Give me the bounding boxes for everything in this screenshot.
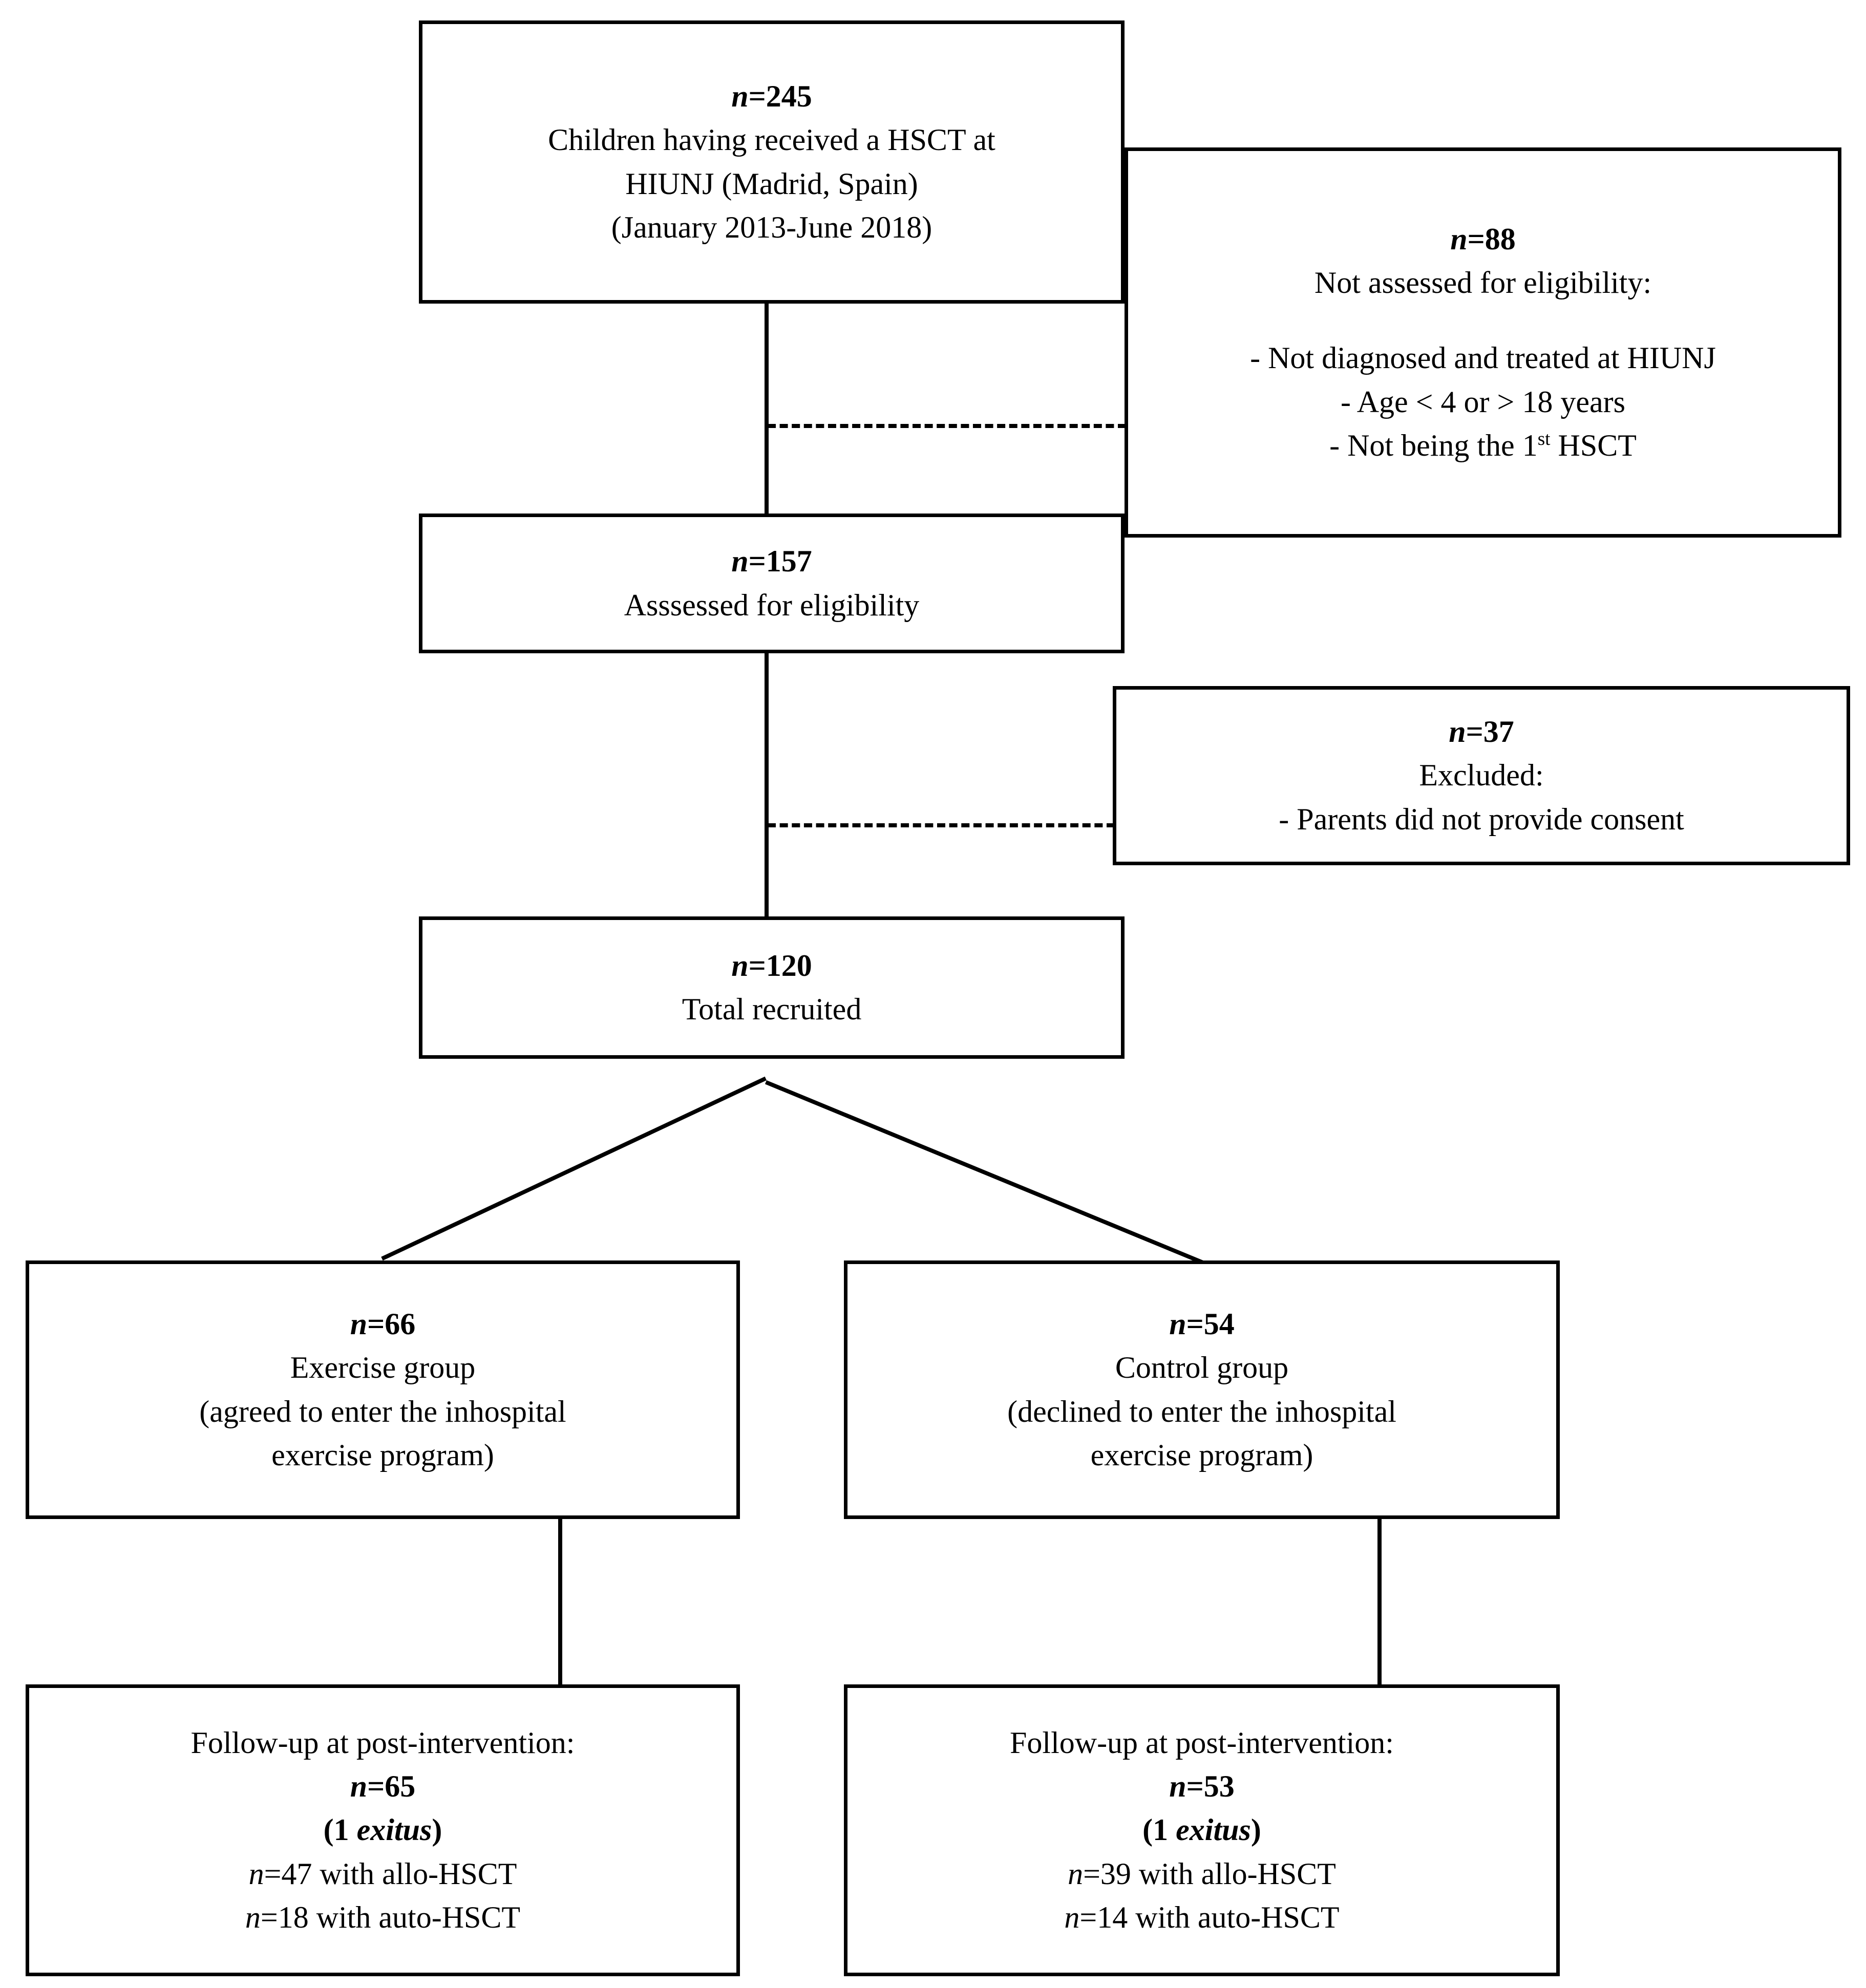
not-eligible-bullet-1: - Not diagnosed and treated at HIUNJ [1250, 341, 1716, 375]
fu-control-n-label: n=53 [1169, 1769, 1235, 1804]
fu-ex-d2-n-italic: n [245, 1900, 261, 1934]
connector-screened-to-assessed [765, 301, 769, 516]
screened-line-3: (January 2013-June 2018) [611, 210, 932, 244]
fu-ct-d1-n: =39 [1083, 1856, 1131, 1891]
fu-ex-d1-rest: with allo-HSCT [312, 1856, 517, 1891]
connector-assessed-to-recruited [765, 651, 769, 919]
fu-ct-d2-rest: with auto-HSCT [1128, 1900, 1340, 1934]
excluded-bullet-1: - Parents did not provide consent [1279, 802, 1684, 836]
screened-n-label: n=245 [731, 79, 812, 114]
fu-ex-d2-n: =18 [260, 1900, 309, 1934]
assessed-n-label: n=157 [731, 544, 812, 579]
box-followup-exercise: Follow-up at post-intervention: n=65 (1 … [26, 1684, 740, 1976]
fu-exercise-n-label: n=65 [350, 1769, 416, 1804]
fu-ct-d2-n: =14 [1079, 1900, 1128, 1934]
excluded-heading: Excluded: [1419, 758, 1544, 793]
not-eligible-bullet-2: - Age < 4 or > 18 years [1341, 384, 1625, 419]
fu-ex-exitus-open: ( [323, 1813, 334, 1847]
connector-branch-left [381, 1076, 767, 1260]
control-line-2: (declined to enter the inhospital [1007, 1394, 1396, 1428]
control-line-3: exercise program) [1090, 1438, 1313, 1472]
fu-ct-exitus-open: ( [1142, 1813, 1153, 1847]
fu-ex-d1-n: =47 [264, 1856, 312, 1891]
bullet-3-post: HSCT [1550, 428, 1637, 462]
connector-exercise-to-followup [558, 1516, 562, 1687]
box-control-group: n=54 Control group (declined to enter th… [844, 1260, 1560, 1519]
fu-control-exitus: (1 exitus) [847, 1808, 1556, 1852]
box-exercise-group: n=66 Exercise group (agreed to enter the… [26, 1260, 740, 1519]
connector-control-to-followup [1377, 1516, 1382, 1687]
fu-control-detail-1: n=39 with allo-HSCT [847, 1852, 1556, 1896]
control-line-1: Control group [1115, 1351, 1289, 1385]
fu-ct-exitus-close: ) [1250, 1813, 1261, 1847]
fu-ct-d1-rest: with allo-HSCT [1131, 1856, 1336, 1891]
exercise-n-label: n=66 [350, 1307, 416, 1341]
box-excluded: n=37 Excluded: - Parents did not provide… [1113, 686, 1850, 865]
bullet-3-superscript: st [1537, 428, 1551, 450]
not-eligible-spacer [1128, 305, 1838, 336]
exercise-line-1: Exercise group [290, 1351, 476, 1385]
connector-branch-right [765, 1080, 1203, 1265]
control-n-label: n=54 [1169, 1307, 1235, 1341]
recruited-n-label: n=120 [731, 948, 812, 982]
fu-ct-d1-n-italic: n [1068, 1856, 1084, 1891]
fu-ct-exitus-count: 1 [1153, 1813, 1176, 1847]
fu-control-heading: Follow-up at post-intervention: [1010, 1726, 1394, 1760]
fu-ex-exitus-close: ) [432, 1813, 442, 1847]
excluded-n-label: n=37 [1449, 715, 1514, 749]
not-eligible-heading: Not assessed for eligibility: [1314, 266, 1652, 300]
connector-dashed-excluded [768, 823, 1115, 827]
fu-ex-d2-rest: with auto-HSCT [308, 1900, 521, 1934]
fu-exercise-detail-2: n=18 with auto-HSCT [29, 1896, 736, 1939]
fu-ct-exitus-word: exitus [1176, 1813, 1251, 1847]
not-eligible-n-label: n=88 [1450, 222, 1516, 256]
exercise-line-2: (agreed to enter the inhospital [199, 1394, 566, 1428]
box-screened: n=245 Children having received a HSCT at… [419, 20, 1125, 304]
screened-line-2: HIUNJ (Madrid, Spain) [625, 166, 918, 201]
box-not-assessed-for-eligibility: n=88 Not assessed for eligibility: - Not… [1125, 147, 1841, 538]
assessed-line-1: Asssessed for eligibility [624, 588, 920, 622]
bullet-3-pre: - Not being the 1 [1329, 428, 1538, 462]
box-followup-control: Follow-up at post-intervention: n=53 (1 … [844, 1684, 1560, 1976]
fu-exercise-exitus: (1 exitus) [29, 1808, 736, 1852]
fu-ex-exitus-word: exitus [356, 1813, 432, 1847]
fu-exercise-detail-1: n=47 with allo-HSCT [29, 1852, 736, 1896]
exercise-line-3: exercise program) [271, 1438, 494, 1472]
fu-ex-d1-n-italic: n [248, 1856, 264, 1891]
fu-ex-exitus-count: 1 [333, 1813, 357, 1847]
fu-exercise-heading: Follow-up at post-intervention: [190, 1726, 575, 1760]
screened-line-1: Children having received a HSCT at [548, 123, 995, 157]
fu-ct-d2-n-italic: n [1064, 1900, 1080, 1934]
connector-dashed-not-eligible [768, 424, 1126, 428]
not-eligible-bullet-3: - Not being the 1st HSCT [1329, 424, 1637, 467]
recruited-line-1: Total recruited [682, 992, 862, 1026]
box-assessed-for-eligibility: n=157 Asssessed for eligibility [419, 514, 1125, 653]
fu-control-detail-2: n=14 with auto-HSCT [847, 1896, 1556, 1939]
box-total-recruited: n=120 Total recruited [419, 916, 1125, 1059]
